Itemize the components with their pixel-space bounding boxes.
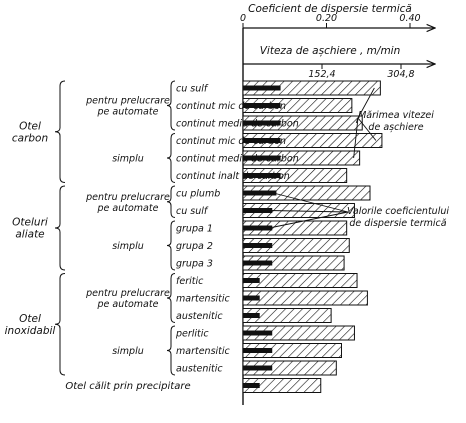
top-axis-tick-label: 0 [240,13,246,24]
subgroup-bracket [166,220,176,271]
coefficient-bar [243,85,281,91]
subgroup-label: simplu [112,346,144,357]
speed-annotation-leader [353,117,359,159]
coefficient-bar [243,243,273,248]
speed-axis-tick-label: 304,8 [387,69,414,80]
subgroup-bracket [166,273,176,323]
coefficient-bar [243,208,273,213]
coefficient-bar [243,225,273,231]
coefficient-annotation-leader [269,210,349,213]
category-label: austenitic [176,311,223,322]
category-label: continut mediu de carbon [176,119,299,130]
category-label: continut mic de carbon [176,136,286,147]
subgroup-label: simplu [112,241,144,252]
coefficient-bar [243,155,281,161]
category-label: grupa 1 [176,224,213,235]
coefficient-bar [243,348,273,353]
top-axis-title: Coeficient de dispersie termică [248,3,412,15]
coefficient-bar [243,365,273,371]
category-label: continut mic de carbon [176,101,286,112]
subgroup-label: simplu [112,154,144,165]
coefficient-bar [243,295,260,301]
subgroup-bracket [166,185,176,218]
coefficient-bar [243,190,277,196]
speed-axis-tick-label: 152,4 [308,69,335,80]
speed-annotation-leader [357,87,375,119]
coefficient-bar [243,278,260,283]
coefficient-bar [243,173,281,178]
coefficient-bar [243,383,260,388]
coefficient-bar [243,260,273,266]
speed-annotation-leader [357,117,377,141]
coefficient-bar [243,120,281,126]
coefficient-bar [243,103,281,108]
group-bracket [54,273,66,376]
category-label: austenitic [176,364,223,375]
speed-axis-title: Viteza de așchiere , m/min [260,45,401,57]
category-label: grupa 2 [176,241,213,252]
speed-bar [242,273,358,288]
top-axis-tick-label: 0.20 [316,13,337,24]
category-labels-layer: cu sulf continut mic de carbon continut me… [5,80,299,392]
category-label: continut mediu de carbon [176,154,299,165]
category-label: continut inalt de carbon [176,171,290,182]
category-label: cu sulf [176,206,209,217]
category-label: martensitic [176,346,231,357]
group-bracket [54,80,66,183]
bars-layer [242,80,383,393]
subgroup-bracket [166,325,176,376]
speed-bar [242,290,368,306]
coefficient-annotation-leader [273,192,349,213]
group-label: Otel călit prin precipitare [65,381,190,392]
category-label: cu plumb [176,189,220,200]
category-label: perlitic [175,329,209,340]
top-axis-tick-label: 0.40 [399,13,420,24]
category-label: cu sulf [176,84,209,95]
coefficient-annotation-leader [269,211,349,229]
category-label: feritic [176,276,204,287]
category-label: grupa 3 [176,259,213,270]
coefficient-bar [243,313,260,318]
coefficient-bar [243,330,273,336]
subgroup-bracket [166,133,176,183]
category-label: martensitic [176,294,231,305]
group-bracket [54,185,66,271]
subgroup-bracket [166,80,176,131]
coefficient-bar [243,138,281,143]
